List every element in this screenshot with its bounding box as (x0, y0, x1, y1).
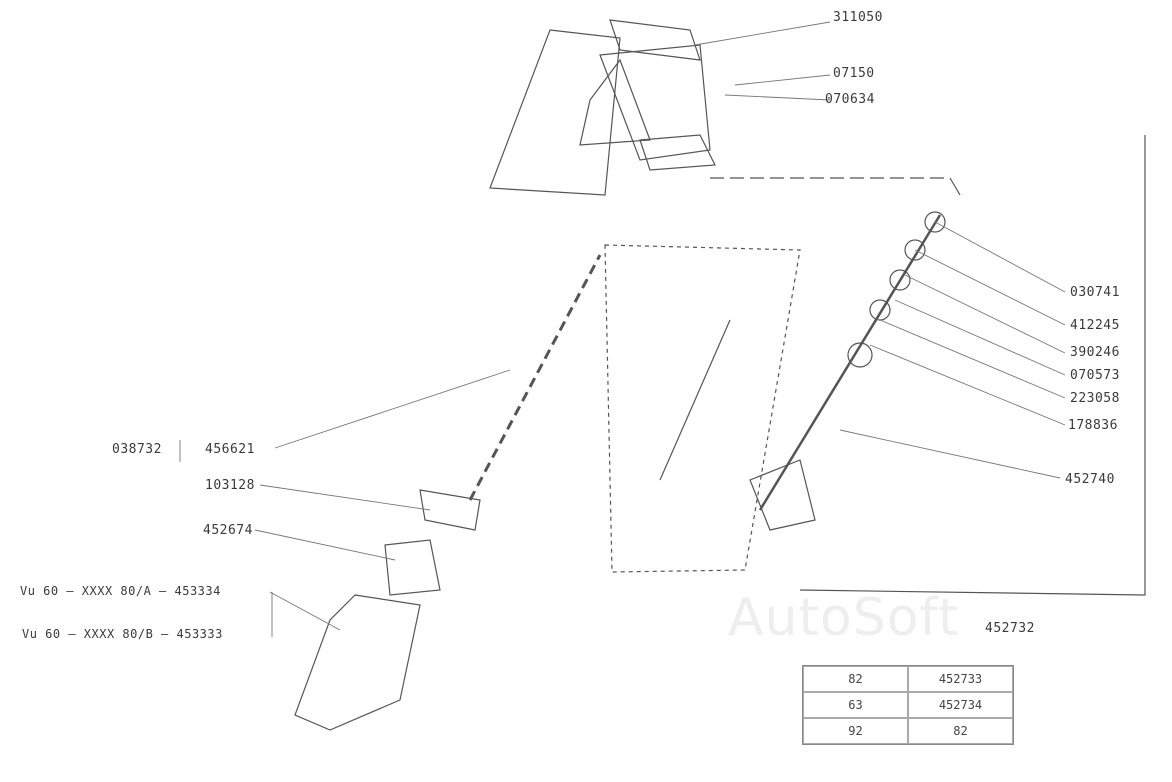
callout-right-3: 390246 (1070, 345, 1120, 360)
table-cell: 63 (803, 692, 908, 718)
assembly-ref: 452732 (985, 621, 1035, 636)
callout-right-2: 412245 (1070, 318, 1120, 333)
callout-right-6: 178836 (1068, 418, 1118, 433)
callout-right-5: 223058 (1070, 391, 1120, 406)
callout-left-4: 452674 (203, 523, 253, 538)
handle-grip (294, 594, 421, 731)
left-shaft (468, 254, 602, 501)
callout-right-1: 030741 (1070, 285, 1120, 300)
center-panel (604, 244, 801, 573)
mirror-bracket (579, 58, 651, 146)
callout-left-1: 038732 (112, 442, 162, 457)
mirror-glass (489, 29, 621, 196)
watermark: AutoSoft (728, 588, 960, 648)
callout-left-3: 103128 (205, 478, 255, 493)
callout-left-2: 456621 (205, 442, 255, 457)
callout-top-3: 070634 (825, 92, 875, 107)
callout-top-2: 07150 (833, 66, 875, 81)
table-cell: 452734 (908, 692, 1013, 718)
callout-top-1: 311050 (833, 10, 883, 25)
table-cell: 452733 (908, 666, 1013, 692)
reference-table: 82 452733 63 452734 92 82 (802, 665, 1014, 745)
table-cell: 82 (908, 718, 1013, 744)
callout-right-7: 452740 (1065, 472, 1115, 487)
table-cell: 82 (803, 666, 908, 692)
callout-right-4: 070573 (1070, 368, 1120, 383)
variant-label-2: Vu 60 – XXXX 80/B – 453333 (22, 627, 223, 641)
variant-label-1: Vu 60 – XXXX 80/A – 453334 (20, 584, 221, 598)
mirror-housing (599, 44, 711, 161)
table-cell: 92 (803, 718, 908, 744)
